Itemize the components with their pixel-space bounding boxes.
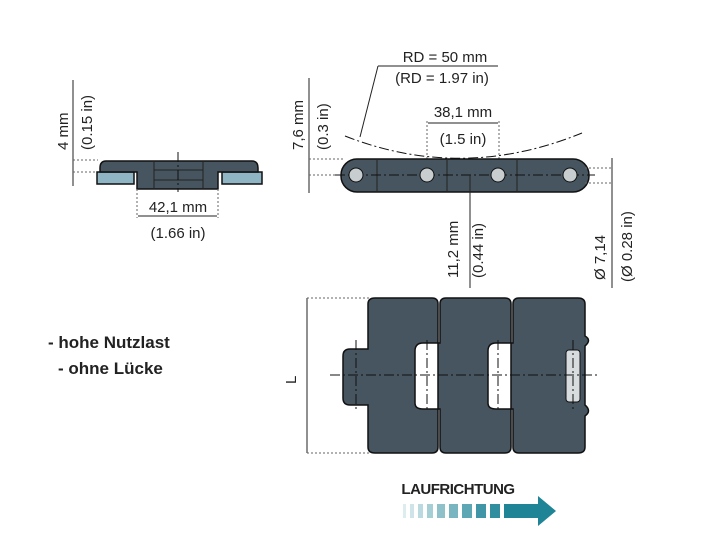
height-in-label: (0.44 in) xyxy=(470,223,487,278)
rd-mm-label: RD = 50 mm xyxy=(403,49,488,66)
chain-side-view: RD = 50 mm (RD = 1.97 in) 38,1 mm (1.5 i… xyxy=(290,49,636,288)
direction-label: LAUFRICHTUNG xyxy=(401,481,514,498)
feature-high-load: - hohe Nutzlast xyxy=(48,333,170,352)
pitch-in-label: (1.5 in) xyxy=(440,131,487,148)
height-mm-label: 11,2 mm xyxy=(445,221,462,278)
rd-in-label: (RD = 1.97 in) xyxy=(395,70,489,87)
height-mm-label: 4 mm xyxy=(55,113,72,151)
cross-section-view: 4 mm (0.15 in) 42,1 mm (1.66 in) xyxy=(55,80,263,242)
pin-in-label: (Ø 0.28 in) xyxy=(619,211,636,282)
direction-indicator: LAUFRICHTUNG xyxy=(401,481,556,526)
direction-arrow-icon xyxy=(403,496,556,526)
pitch-mm-label: 38,1 mm xyxy=(434,104,492,121)
thickness-mm-label: 7,6 mm xyxy=(290,100,307,150)
pin-mm-label: Ø 7,14 xyxy=(592,235,609,280)
width-mm-label: 42,1 mm xyxy=(149,199,207,216)
feature-no-gap: - ohne Lücke xyxy=(58,359,163,378)
height-in-label: (0.15 in) xyxy=(79,95,96,150)
length-label: L xyxy=(283,376,300,384)
thickness-in-label: (0.3 in) xyxy=(315,103,332,150)
chain-top-view: L xyxy=(283,297,600,454)
width-in-label: (1.66 in) xyxy=(150,225,205,242)
